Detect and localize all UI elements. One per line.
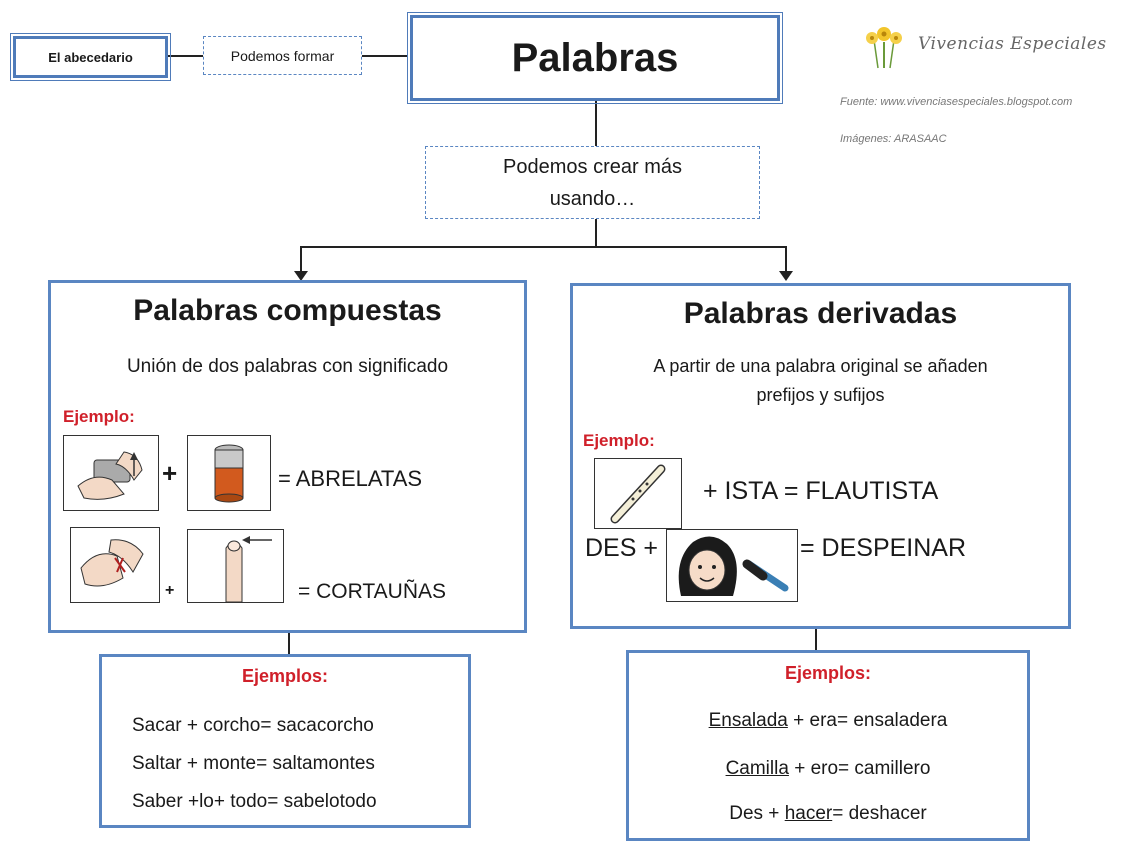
examples-compuestas-title: Ejemplos: <box>241 666 329 686</box>
tin-can-icon <box>214 444 244 503</box>
hands-opening-icon <box>77 451 143 500</box>
example-saltamontes: Saltar + monte= saltamontes <box>132 753 375 774</box>
flautista-result: + ISTA = FLAUTISTA <box>703 477 939 505</box>
derivadas-title: Palabras derivadas <box>683 297 958 330</box>
flute-icon <box>610 464 666 524</box>
abrelatas-result: = ABRELATAS <box>278 466 423 491</box>
compuestas-example-label: Ejemplo: <box>63 407 135 426</box>
compuestas-definition: Unión de dos palabras con significado <box>126 356 449 377</box>
connector-derivadas-examples <box>815 626 817 650</box>
finger-nail-icon <box>225 536 272 603</box>
page-title: Palabras <box>511 35 679 80</box>
panel-derivadas <box>570 283 1071 629</box>
example-sabelotodo: Saber +lo+ todo= sabelotodo <box>132 791 377 812</box>
connector-abecedario <box>168 55 204 57</box>
flute-picture <box>594 458 682 529</box>
node-abecedario-label: El abecedario <box>48 49 133 65</box>
examples-derivadas-box <box>626 650 1030 841</box>
girl-hairbrush-icon <box>678 536 789 596</box>
derivadas-definition-line2: prefijos y sufijos <box>756 385 885 405</box>
derivadas-definition-line1: A partir de una palabra original se añad… <box>653 356 988 376</box>
source-credit: Fuente: www.vivenciasespeciales.blogspot… <box>840 96 1073 108</box>
compuestas-title: Palabras compuestas <box>133 294 442 327</box>
derivadas-example-label: Ejemplo: <box>583 431 655 450</box>
example-deshacer-prefix: Des + <box>729 803 785 824</box>
flower-logo-icon <box>866 27 902 69</box>
connector-crear-down <box>595 219 597 246</box>
connector-left-arrow <box>300 246 302 276</box>
example-deshacer-root: hacer <box>784 803 833 824</box>
finger-picture <box>187 529 284 603</box>
example-ensaladera-rest: + era= ensaladera <box>787 710 948 731</box>
arrow-down-icon <box>294 271 308 281</box>
node-podemos-crear-label: Podemos crear más usando… <box>503 155 682 210</box>
connector-title-down <box>595 101 597 146</box>
connector-right-arrow <box>785 246 787 276</box>
cortaunas-result: = CORTAUÑAS <box>298 580 447 603</box>
connector-formar <box>361 55 407 57</box>
node-title: Palabras <box>407 12 783 104</box>
node-abecedario: El abecedario <box>10 33 171 81</box>
example-deshacer-rest: = deshacer <box>832 803 927 824</box>
example-camillero: Camilla + ero= camillero <box>626 758 1030 780</box>
cutting-hands-picture <box>70 527 160 603</box>
example-camillero-root: Camilla <box>725 758 789 779</box>
example-sacacorcho: Sacar + corcho= sacacorcho <box>132 715 374 736</box>
node-podemos-formar: Podemos formar <box>203 36 362 75</box>
examples-derivadas-title: Ejemplos: <box>784 663 872 683</box>
plus-sign-small: + <box>165 582 175 599</box>
brand-logo-text: Vivencias Especiales <box>918 34 1107 54</box>
can-picture <box>187 435 271 511</box>
examples-compuestas-box <box>99 654 471 828</box>
connector-split <box>300 246 786 248</box>
arrow-down-icon <box>779 271 793 281</box>
node-podemos-crear: Podemos crear más usando… <box>425 146 760 219</box>
images-credit: Imágenes: ARASAAC <box>840 133 947 145</box>
des-prefix: DES + <box>585 534 658 562</box>
example-ensaladera: Ensalada + era= ensaladera <box>626 710 1030 732</box>
plus-sign: + <box>162 458 178 488</box>
example-ensaladera-root: Ensalada <box>708 710 788 731</box>
brush-hair-picture <box>666 529 798 602</box>
example-camillero-rest: + ero= camillero <box>788 758 931 779</box>
hands-cutting-icon <box>80 539 144 587</box>
despeinar-result: = DESPEINAR <box>800 534 967 562</box>
node-podemos-formar-label: Podemos formar <box>230 47 335 64</box>
example-deshacer: Des + hacer= deshacer <box>626 803 1030 825</box>
open-can-hands-picture <box>63 435 159 511</box>
connector-compuestas-examples <box>288 630 290 654</box>
